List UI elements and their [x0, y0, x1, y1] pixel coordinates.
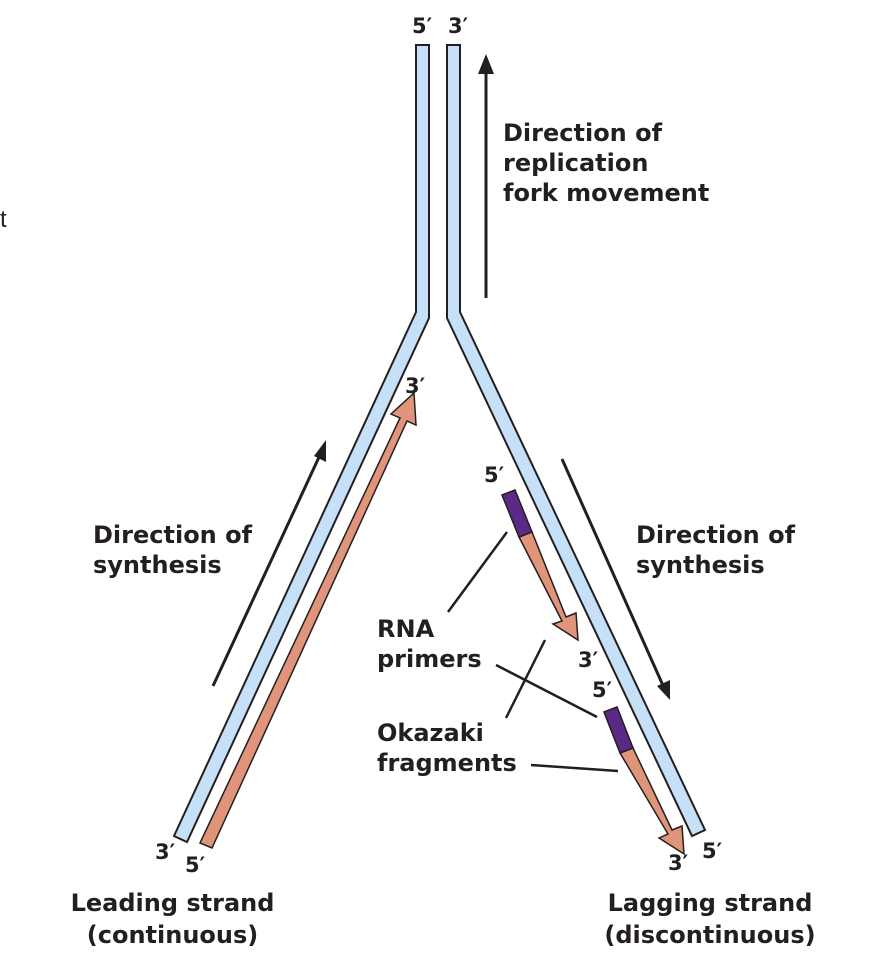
end-label-lagging-bottom-3: 3′ — [668, 851, 689, 875]
okazaki-fragment-1 — [517, 531, 579, 642]
rna-leader-1 — [446, 531, 509, 613]
leading-strand-arrow — [198, 391, 417, 849]
end-label-okazaki2-5: 5′ — [592, 678, 613, 702]
rna-leader-2 — [495, 663, 598, 719]
end-label-leading-bottom-5: 5′ — [185, 853, 206, 877]
okazaki-leader-2 — [530, 763, 619, 773]
lagging-strand-caption: Lagging strand (discontinuous) — [604, 889, 816, 949]
rna-primers-label: RNA primers — [377, 615, 482, 673]
leading-synthesis-arrow — [211, 454, 322, 687]
end-label-okazaki1-3: 3′ — [578, 648, 599, 672]
end-label-lagging-bottom-5: 5′ — [702, 839, 723, 863]
parent-strand-right — [446, 44, 707, 838]
rna-primer-2 — [603, 706, 634, 754]
okazaki-fragment-2 — [618, 747, 685, 856]
fork-direction-label: Direction of replication fork movement — [503, 119, 710, 207]
parent-strand-left — [172, 44, 430, 844]
okazaki-leader-1 — [504, 639, 547, 719]
cropped-text-fragment: t — [0, 206, 7, 233]
lagging-synthesis-label: Direction of synthesis — [636, 521, 796, 579]
lagging-synthesis-arrow — [560, 458, 667, 691]
leading-synthesis-label: Direction of synthesis — [93, 521, 253, 579]
okazaki-fragments-label: Okazaki fragments — [377, 719, 517, 777]
end-label-top-3: 3′ — [448, 14, 469, 38]
leading-strand-caption: Leading strand (continuous) — [70, 889, 275, 949]
end-label-leading-bottom-3: 3′ — [155, 840, 176, 864]
end-label-top-5: 5′ — [412, 14, 433, 38]
end-label-leading-3: 3′ — [405, 374, 426, 398]
end-label-okazaki1-5: 5′ — [484, 463, 505, 487]
rna-primer-1 — [501, 489, 533, 538]
